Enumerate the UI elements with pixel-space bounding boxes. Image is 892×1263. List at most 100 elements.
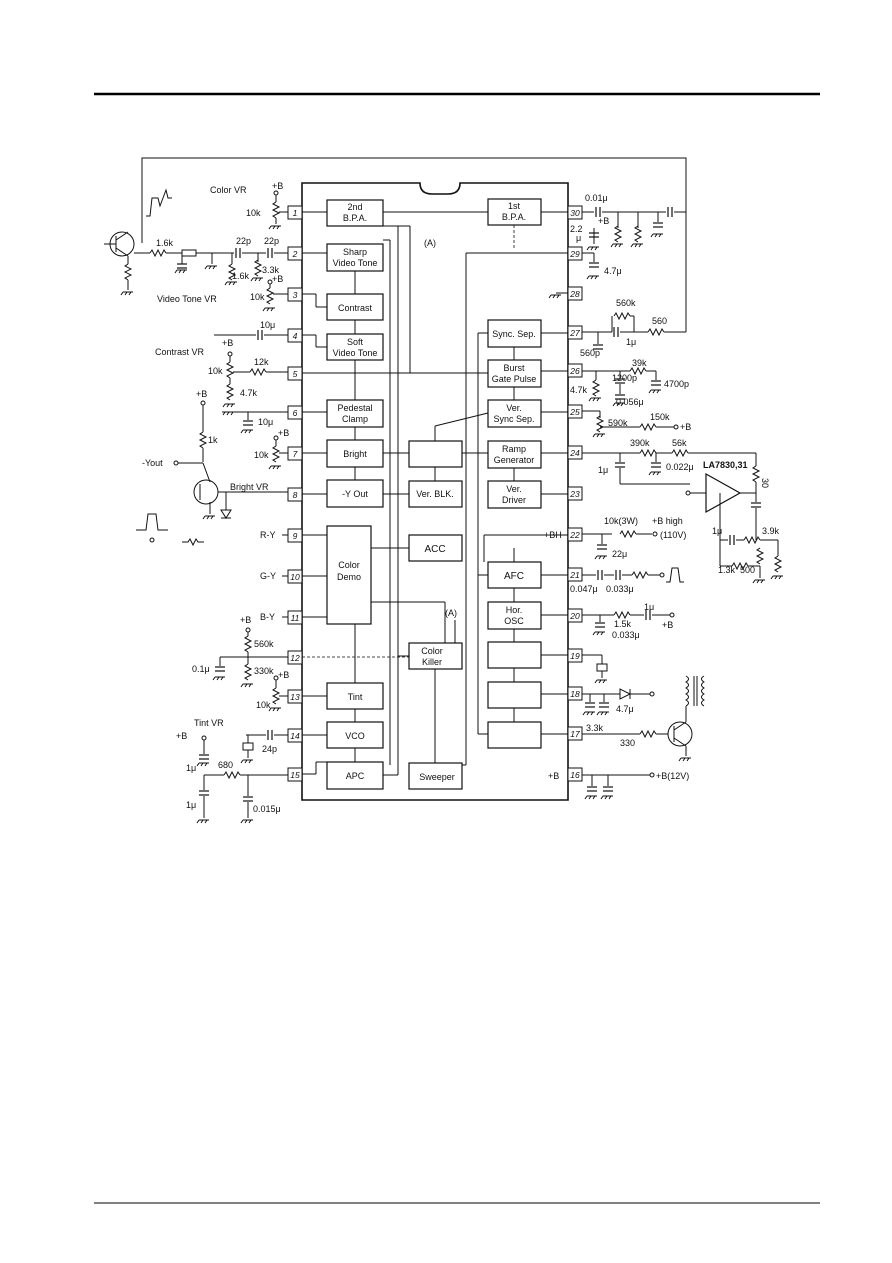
svg-text:Ver. BLK.: Ver. BLK. (416, 489, 454, 499)
svg-text:Ramp: Ramp (502, 444, 526, 454)
label-b-high: +B high (652, 516, 683, 526)
label-c-22p-a: 22p (236, 236, 251, 246)
label-r-150k: 150k (650, 412, 670, 422)
label-tint-vr: Tint VR (194, 718, 224, 728)
block-ver-driver: Ver. Driver (487, 480, 542, 509)
label-c-22u-mu: μ (576, 233, 581, 243)
label-r-1k6b: 1.6k (232, 271, 250, 281)
pin-24: 24 (569, 448, 580, 458)
svg-text:VCO: VCO (345, 731, 365, 741)
label-c-47u-18: 4.7μ (616, 704, 634, 714)
block-hor-3 (487, 721, 542, 749)
svg-text:Pedestal: Pedestal (337, 403, 372, 413)
label-c-0015u: 0.015μ (253, 804, 281, 814)
label-r-590k: 590k (608, 418, 628, 428)
block-hor-osc: Hor. OSC (487, 601, 542, 630)
label-r-10k-vt: 10k (250, 292, 265, 302)
label-r-560k: 560k (254, 639, 274, 649)
right-pins: 30 29 28 27 26 25 24 23 22 21 20 19 18 1… (567, 205, 583, 782)
svg-text:Burst: Burst (503, 363, 525, 373)
label-c-0033u: 0.033μ (606, 584, 634, 594)
label-r-30: 30 (760, 478, 770, 488)
block-sweeper: Sweeper (408, 762, 463, 790)
pin-26: 26 (569, 366, 580, 376)
label-c-24p: 24p (262, 744, 277, 754)
pin-14: 14 (290, 731, 300, 741)
marker-a-top: (A) (424, 238, 436, 248)
label-plus-b-29: +B (598, 216, 609, 226)
label-plus-bh-20: +B (662, 620, 673, 630)
label-r-330k: 330k (254, 666, 274, 676)
svg-text:Contrast: Contrast (338, 303, 373, 313)
block-hor-1 (487, 641, 542, 669)
label-c-0047u: 0.047μ (570, 584, 598, 594)
label-plus-b-15: +B (176, 731, 187, 741)
pin-8: 8 (293, 490, 298, 500)
label-r-56k: 56k (672, 438, 687, 448)
label-r-3k3-17: 3.3k (586, 723, 604, 733)
svg-text:Soft: Soft (347, 337, 364, 347)
pin-6: 6 (293, 408, 298, 418)
pin-27: 27 (569, 328, 580, 338)
pin-21: 21 (569, 570, 580, 580)
label-b-y: B-Y (260, 612, 275, 622)
label-c-1u-osc: 1μ (644, 602, 654, 612)
pin-3: 3 (293, 290, 298, 300)
svg-text:Hor.: Hor. (506, 605, 523, 615)
svg-text:OSC: OSC (504, 616, 524, 626)
label-g-y: G-Y (260, 571, 276, 581)
block-soft-video-tone: Soft Video Tone (326, 333, 384, 361)
label-bright-vr: Bright VR (230, 482, 269, 492)
block-afc: AFC (487, 561, 542, 589)
label-b-12v: +B(12V) (656, 771, 689, 781)
pin-18: 18 (570, 689, 580, 699)
label-r-10k-color: 10k (246, 208, 261, 218)
block-pedestal-clamp: Pedestal Clamp (326, 399, 384, 428)
block-color-demo: Color Demo (326, 525, 372, 625)
label-c-0022u: 0.022μ (666, 462, 694, 472)
label-r-3k9: 3.9k (762, 526, 780, 536)
label-plus-b-1: +B (272, 181, 283, 191)
label-plus-b-16: +B (548, 771, 559, 781)
pin-28: 28 (569, 289, 580, 299)
svg-text:ACC: ACC (424, 544, 445, 555)
pin-20: 20 (569, 611, 580, 621)
block-sharp-video-tone: Sharp Video Tone (326, 243, 384, 272)
svg-text:Generator: Generator (494, 455, 535, 465)
left-pins: 1 2 3 4 5 6 7 8 9 10 11 12 13 14 15 (287, 205, 303, 782)
block-acc: ACC (408, 534, 463, 562)
pin-4: 4 (293, 331, 298, 341)
pin-30: 30 (570, 208, 580, 218)
label-c-1u-ramp: 1μ (598, 465, 608, 475)
svg-text:2nd: 2nd (347, 202, 362, 212)
label-contrast-vr: Contrast VR (155, 347, 205, 357)
label-plus-b-13: +B (278, 670, 289, 680)
svg-text:AFC: AFC (504, 571, 524, 582)
label-c-4700p: 4700p (664, 379, 689, 389)
internal-wiring (302, 211, 568, 776)
label-c-1u-tint: 1μ (186, 763, 196, 773)
svg-text:B.P.A.: B.P.A. (502, 212, 526, 222)
svg-text:Color: Color (338, 560, 360, 570)
block-2nd-bpa: 2nd B.P.A. (326, 199, 384, 227)
svg-text:Sync Sep.: Sync Sep. (493, 414, 534, 424)
pin-19: 19 (570, 651, 580, 661)
right-external: 0.01μ +B 2.2 μ 4.7μ 560k 560 1μ 560p (544, 170, 784, 800)
pin-23: 23 (569, 489, 580, 499)
svg-text:Sharp: Sharp (343, 247, 367, 257)
label-plus-b-5: +B (222, 338, 233, 348)
amplifier-triangle (705, 472, 742, 514)
label-c-1u-b: 1μ (186, 800, 196, 810)
block-vco: VCO (326, 721, 384, 749)
label-r-4k7: 4.7k (240, 388, 258, 398)
pin-10: 10 (290, 572, 300, 582)
block-apc-chroma: APC (326, 761, 384, 790)
label-y-out: -Yout (142, 458, 163, 468)
pin-25: 25 (569, 407, 580, 417)
label-r-1k3: 1.3k (718, 565, 736, 575)
label-r-10k-tint: 10k (256, 700, 271, 710)
label-c-560p: 560p (580, 348, 600, 358)
label-r-680: 680 (218, 760, 233, 770)
block-color-killer: Color Killer (408, 642, 463, 670)
